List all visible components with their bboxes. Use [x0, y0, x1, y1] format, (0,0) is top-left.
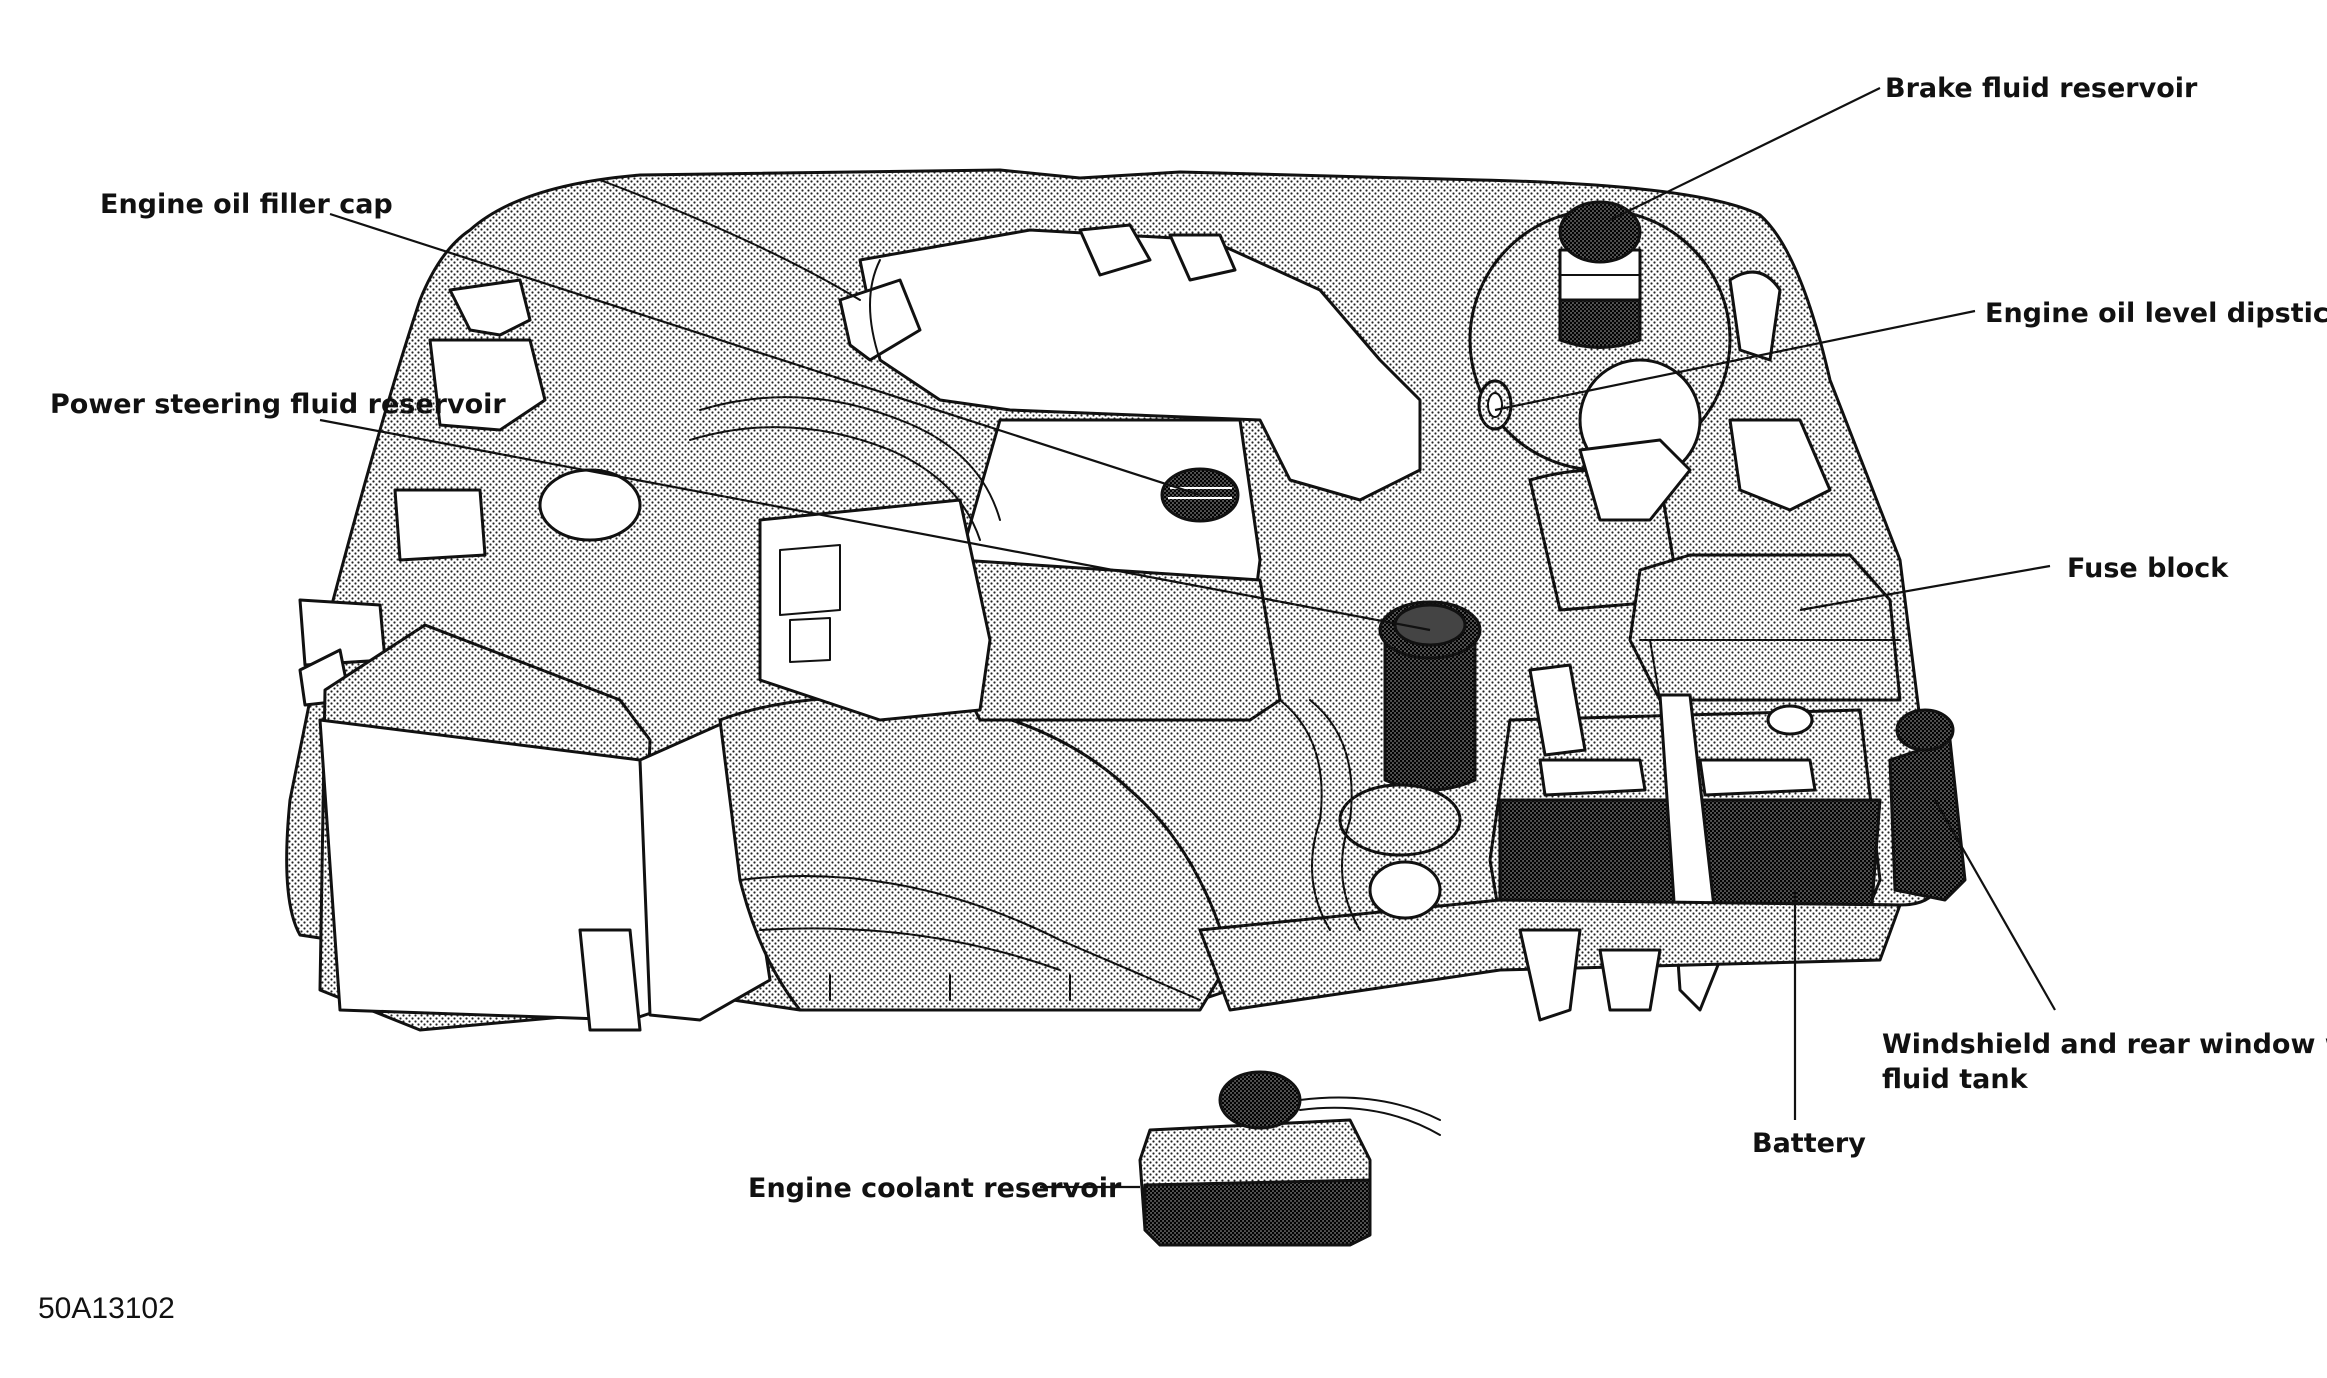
left-side-components — [298, 278, 642, 707]
callout-labels: Brake fluid reservoir Engine oil filler … — [50, 73, 2327, 1204]
label-brake-fluid-reservoir: Brake fluid reservoir — [1885, 73, 2198, 104]
power-steering-reservoir — [1338, 600, 1482, 857]
engine-coolant-reservoir — [1138, 1070, 1441, 1247]
label-engine-oil-filler-cap: Engine oil filler cap — [100, 189, 393, 220]
label-washer-tank-line2: fluid tank — [1882, 1064, 2029, 1095]
leader-brake-fluid — [1609, 87, 1881, 221]
dipstick-handle — [1477, 379, 1513, 431]
radiator-front — [578, 860, 1902, 1032]
leader-lines — [319, 87, 2056, 1189]
battery — [1488, 663, 1882, 1012]
label-engine-coolant-reservoir: Engine coolant reservoir — [748, 1173, 1122, 1204]
right-side-components — [1578, 418, 1832, 522]
label-battery: Battery — [1752, 1128, 1866, 1159]
label-fuse-block: Fuse block — [2067, 553, 2229, 584]
reference-code: 50A13102 — [38, 1292, 175, 1325]
washer-fluid-tank — [1888, 708, 1967, 902]
brake-fluid-reservoir — [1558, 200, 1642, 349]
leader-power-steering — [319, 418, 1431, 632]
leader-dipstick — [1494, 309, 1976, 412]
leader-fuse-block — [1799, 564, 2051, 612]
fuse-block — [1628, 553, 1902, 702]
leader-oil-filler — [329, 212, 1201, 497]
label-engine-oil-level-dipstick: Engine oil level dipstick — [1985, 298, 2327, 329]
hoses — [599, 179, 1361, 931]
leader-washer-tank — [1934, 799, 2056, 1011]
label-power-steering-fluid-reservoir: Power steering fluid reservoir — [50, 389, 506, 420]
label-washer-tank-line1: Windshield and rear window washer — [1882, 1029, 2327, 1060]
